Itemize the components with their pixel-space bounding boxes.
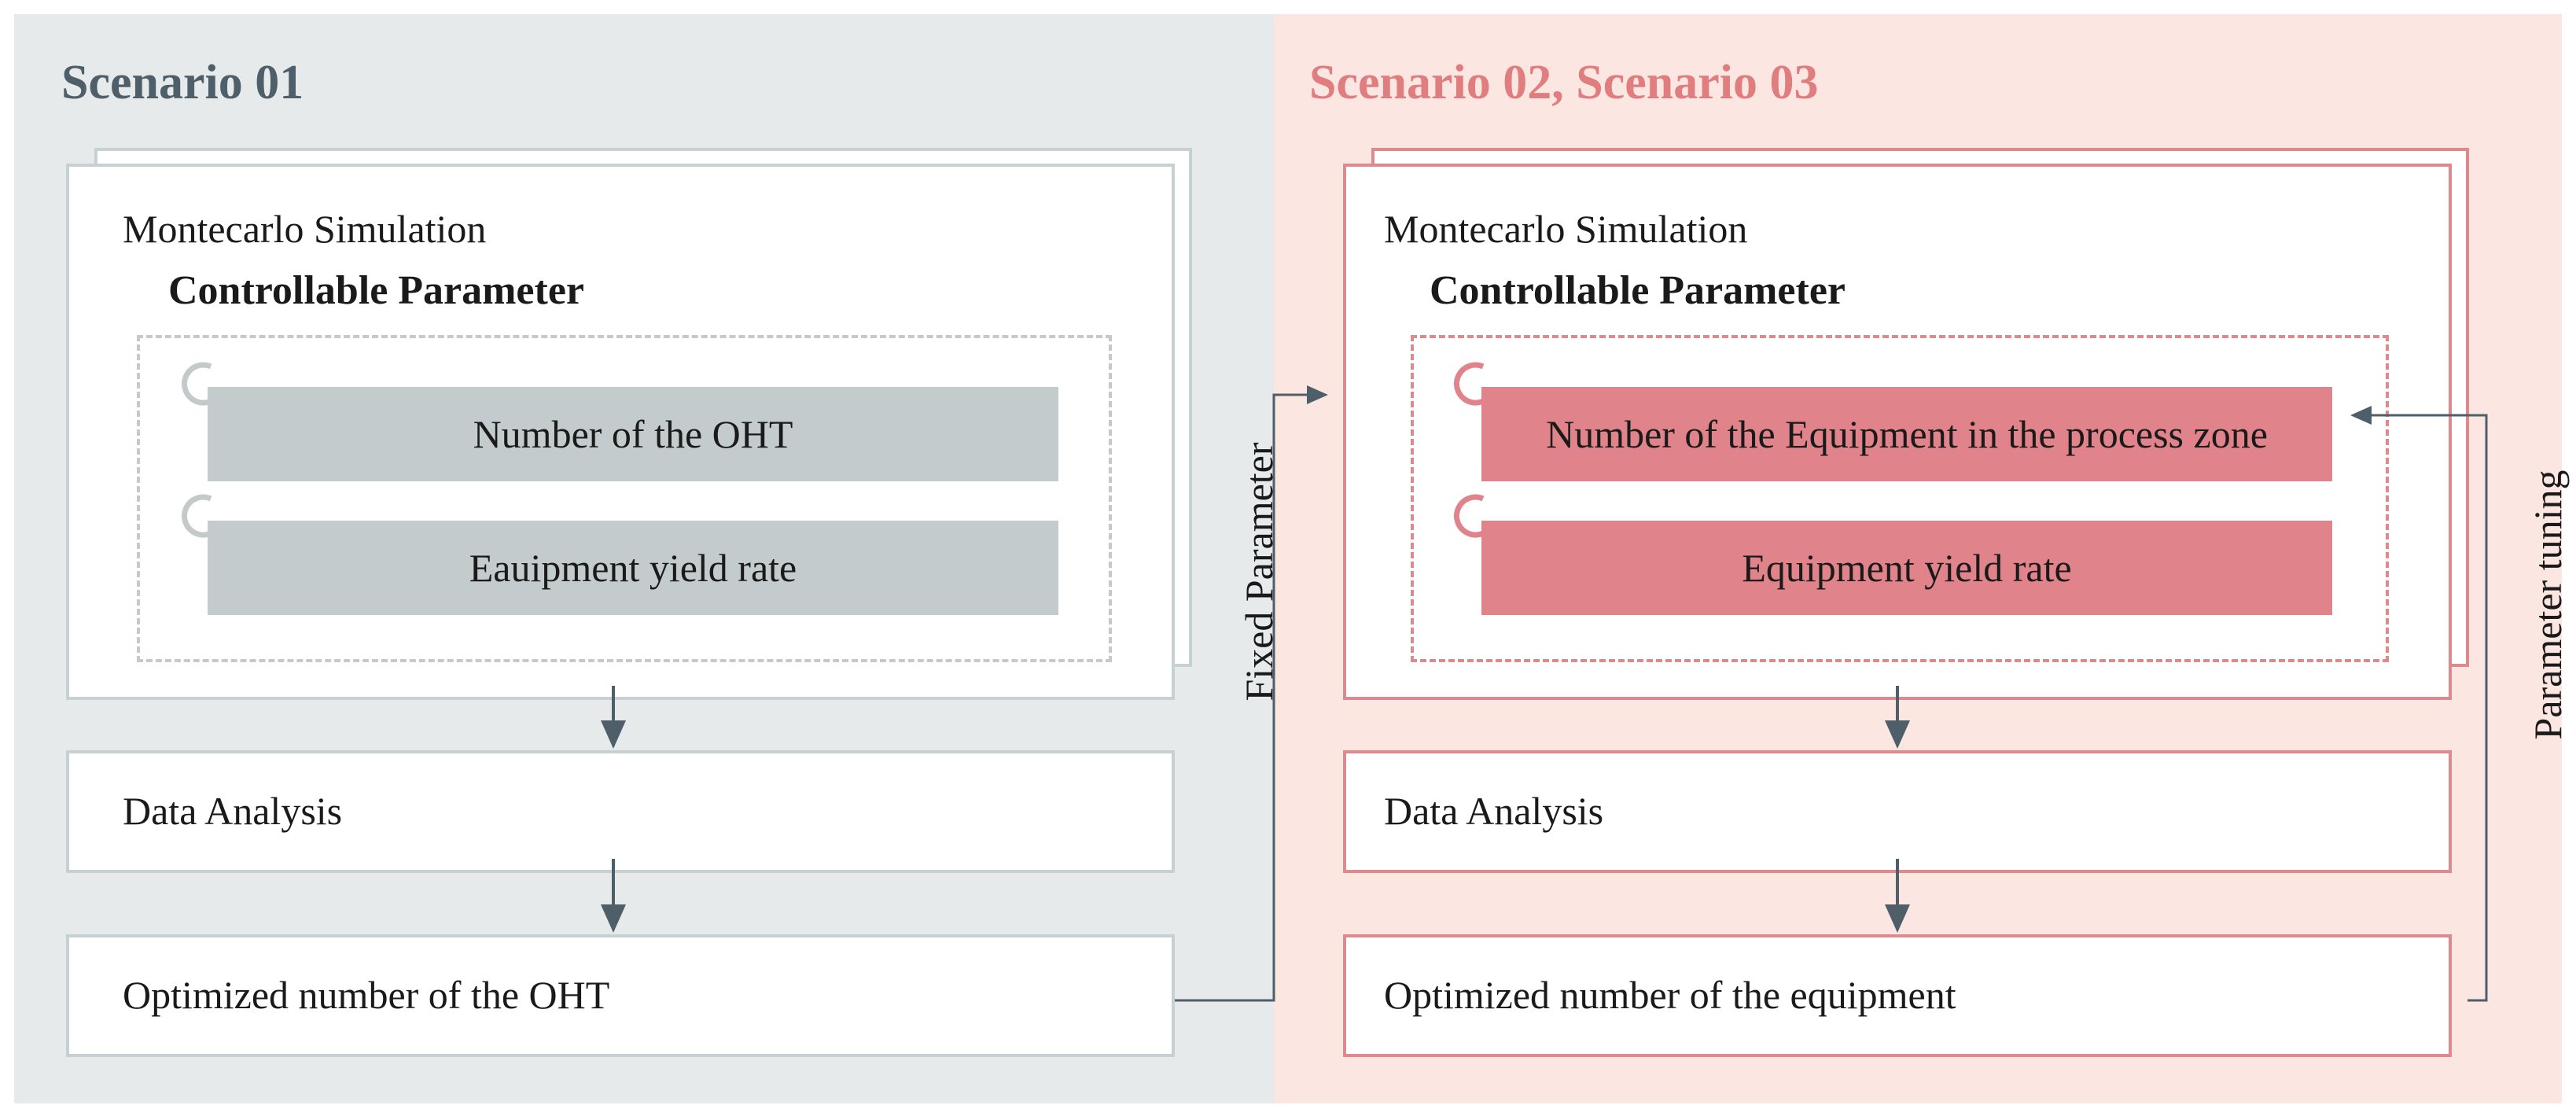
param-bar-yield: Equipment yield rate [1481, 521, 2332, 615]
controllable-parameter-group [1411, 335, 2389, 662]
optimized-result-label: Optimized number of the equipment [1384, 973, 1956, 1017]
data-analysis-label: Data Analysis [123, 789, 343, 833]
scenario-02-03-panel: Scenario 02, Scenario 03 Montecarlo Simu… [1274, 14, 2562, 1103]
controllable-parameter-label: Controllable Parameter [168, 268, 584, 313]
simulation-label: Montecarlo Simulation [1384, 207, 1748, 251]
refresh-cycle-icon [1453, 362, 1493, 406]
controllable-parameter-label: Controllable Parameter [1430, 268, 1846, 313]
fixed-parameter-connector [1175, 385, 1328, 1002]
simulation-card: Montecarlo Simulation Controllable Param… [66, 164, 1175, 700]
simulation-label: Montecarlo Simulation [123, 207, 487, 251]
optimized-result-label: Optimized number of the OHT [123, 973, 610, 1017]
optimized-result-box: Optimized number of the equipment [1343, 934, 2452, 1057]
parameter-tuning-label: Parameter tuning [2526, 470, 2570, 740]
controllable-parameter-group [137, 335, 1112, 662]
scenario-01-title: Scenario 01 [61, 56, 304, 109]
simulation-card: Montecarlo Simulation Controllable Param… [1343, 164, 2452, 700]
param-bar-oht: Number of the OHT [208, 387, 1058, 481]
param-bar-yield: Eauipment yield rate [208, 521, 1058, 615]
parameter-tuning-connector [2350, 406, 2488, 1002]
param-bar-equipment-count: Number of the Equipment in the process z… [1481, 387, 2332, 481]
optimized-result-box: Optimized number of the OHT [66, 934, 1175, 1057]
scenario-01-panel: Scenario 01 Montecarlo Simulation Contro… [14, 14, 1274, 1103]
data-analysis-label: Data Analysis [1384, 789, 1604, 833]
data-analysis-box: Data Analysis [66, 750, 1175, 873]
fixed-parameter-label: Fixed Parameter [1237, 442, 1281, 702]
scenario-02-03-title: Scenario 02, Scenario 03 [1309, 56, 1819, 109]
refresh-cycle-icon [1453, 494, 1493, 538]
